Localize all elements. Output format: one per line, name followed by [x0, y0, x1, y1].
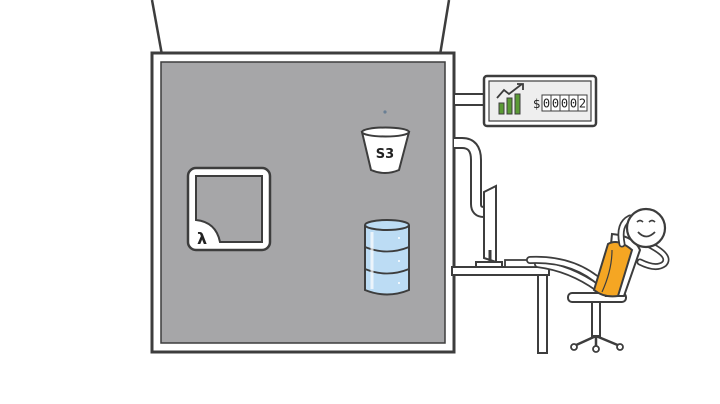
monitor-cable: [454, 137, 485, 218]
relaxed-person-icon: [526, 207, 670, 298]
meter-pipe: [453, 93, 487, 106]
s3-label: S3: [376, 147, 394, 162]
database-cylinder-icon: [364, 219, 410, 296]
cost-digits: 0 0 0 0 2: [541, 94, 588, 112]
desk: [451, 266, 550, 354]
lambda-icon: λ: [186, 166, 272, 252]
cost-digit: 0: [561, 97, 568, 111]
cost-digit: 0: [543, 97, 550, 111]
bar-chart-icon: [498, 93, 521, 115]
currency-symbol: $: [533, 97, 541, 111]
trend-up-icon: [496, 83, 524, 99]
cost-digit: 0: [570, 97, 577, 111]
monitor-icon: [475, 184, 503, 268]
cost-digit: 2: [579, 97, 586, 111]
s3-bucket-icon: S3: [360, 110, 411, 174]
billing-meter: $ 0 0 0 0 2: [482, 74, 598, 128]
server-room-box: [150, 51, 456, 354]
box-flaps: [150, 0, 451, 56]
lambda-glyph: λ: [197, 229, 207, 248]
cost-digit: 0: [552, 97, 559, 111]
